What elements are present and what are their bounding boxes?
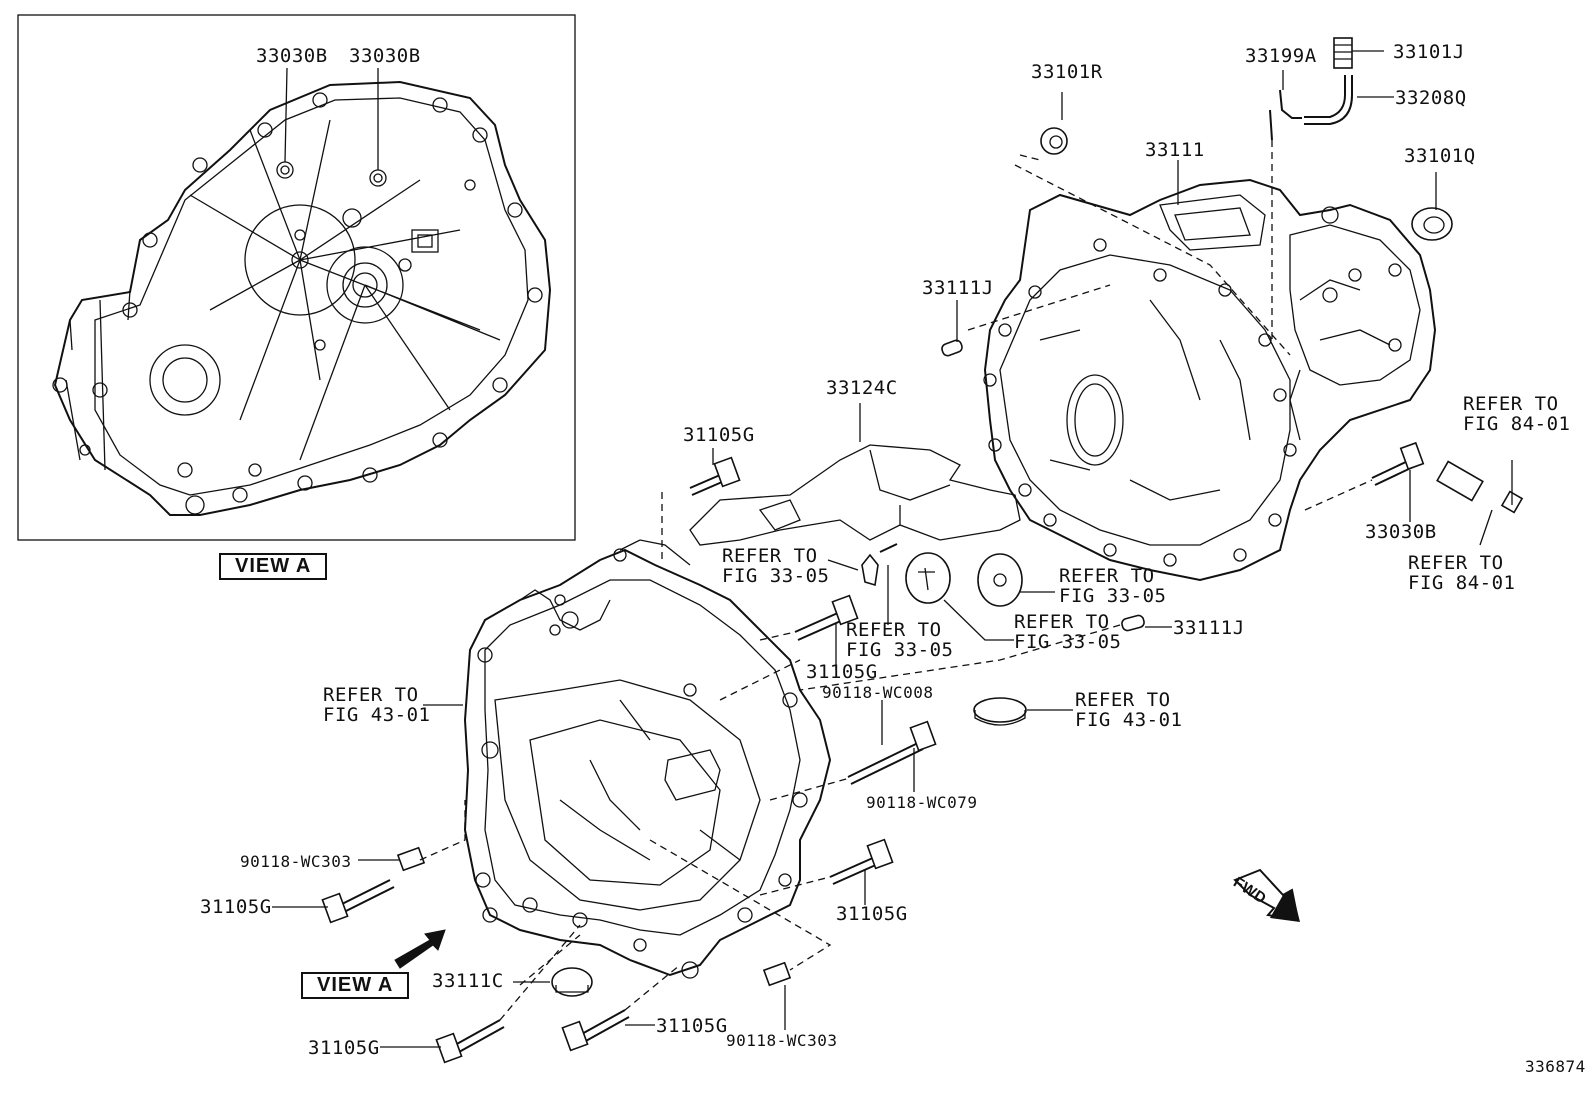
part-label-31105g-mid: 31105G bbox=[806, 661, 878, 683]
cap-33101j bbox=[1333, 37, 1353, 69]
bolt-31105g-mid bbox=[794, 594, 859, 641]
pin-33111j-a bbox=[941, 339, 963, 357]
seal-33101r bbox=[1040, 127, 1068, 155]
part-label-33111j-upper: 33111J bbox=[922, 277, 994, 299]
part-label-90118-wc303-bottom: 90118-WC303 bbox=[726, 1031, 838, 1050]
part-label-33101q: 33101Q bbox=[1404, 145, 1476, 167]
small-bolt-fig-33-05 bbox=[879, 543, 898, 553]
view-a-tag-top: VIEW A bbox=[219, 553, 328, 580]
plate-fig-33-05-b bbox=[977, 553, 1023, 607]
bracket-fig-33-05 bbox=[861, 553, 879, 587]
refer-fig-84-01-lower: REFER TO FIG 84-01 bbox=[1408, 552, 1516, 594]
leader-lines bbox=[272, 50, 1513, 1048]
fwd-arrow-icon bbox=[1233, 868, 1300, 922]
bolt-31105g-bottom-mid bbox=[561, 1009, 630, 1052]
bolt-90118-wc008 bbox=[847, 720, 937, 785]
part-label-90118-wc079: 90118-WC079 bbox=[866, 793, 978, 812]
part-label-33111c: 33111C bbox=[432, 970, 504, 992]
bolt-31105g-right bbox=[829, 838, 894, 885]
refer-fig-43-01-right: REFER TO FIG 43-01 bbox=[1075, 689, 1183, 731]
view-a-tag-bottom: VIEW A bbox=[301, 972, 410, 999]
part-label-90118-wc303-left: 90118-WC303 bbox=[240, 852, 352, 871]
part-label-31105g-top: 31105G bbox=[683, 424, 755, 446]
hose-33208q bbox=[1304, 75, 1346, 118]
oil-seal-33101q bbox=[1411, 207, 1453, 241]
part-label-90118-wc008: 90118-WC008 bbox=[822, 683, 934, 702]
pin-33111j-b bbox=[1121, 614, 1145, 632]
dowel-90118-wc303-a bbox=[396, 846, 426, 872]
part-label-31105g-bottom-mid: 31105G bbox=[656, 1015, 728, 1037]
view-a-arrow-icon bbox=[394, 929, 446, 969]
part-label-33030b-inset-left: 33030B bbox=[256, 45, 328, 67]
part-label-31105g-left: 31105G bbox=[200, 896, 272, 918]
assembly-dashed-lines bbox=[419, 140, 1373, 1021]
plate-fig-33-05-a bbox=[905, 552, 951, 604]
part-label-31105g-right: 31105G bbox=[836, 903, 908, 925]
refer-fig-33-05-center: REFER TO FIG 33-05 bbox=[846, 619, 954, 661]
bolt-31105g-bottom-left bbox=[435, 1019, 505, 1064]
transmission-case-drawing bbox=[983, 178, 1437, 582]
part-label-33111j-lower: 33111J bbox=[1173, 617, 1245, 639]
part-label-33111: 33111 bbox=[1145, 139, 1205, 161]
part-label-31105g-bottom-left: 31105G bbox=[308, 1037, 380, 1059]
part-label-33199a: 33199A bbox=[1245, 45, 1317, 67]
part-label-33208q: 33208Q bbox=[1395, 87, 1467, 109]
part-label-33030b-inset-right: 33030B bbox=[349, 45, 421, 67]
part-label-33124c: 33124C bbox=[826, 377, 898, 399]
leader-33030b-a bbox=[284, 67, 288, 163]
speed-sensor-fig-84-01 bbox=[1436, 460, 1524, 514]
ring-fig-43-01 bbox=[973, 697, 1027, 726]
refer-fig-33-05-left: REFER TO FIG 33-05 bbox=[722, 545, 830, 587]
part-label-33101j: 33101J bbox=[1393, 41, 1465, 63]
bolt-31105g-left bbox=[321, 879, 395, 924]
refer-fig-84-01-upper: REFER TO FIG 84-01 bbox=[1463, 393, 1571, 435]
part-label-33030b-right: 33030B bbox=[1365, 521, 1437, 543]
breather-33199a bbox=[1269, 89, 1302, 141]
view-a-inset-frame bbox=[17, 14, 576, 541]
bolt-31105g-top bbox=[689, 456, 741, 496]
bolt-33030b-right bbox=[1371, 441, 1425, 486]
refer-fig-43-01-left: REFER TO FIG 43-01 bbox=[323, 684, 431, 726]
part-label-33101r: 33101R bbox=[1031, 61, 1103, 83]
dowel-90118-wc303-b bbox=[762, 961, 792, 987]
plug-33111c bbox=[551, 967, 593, 997]
view-a-housing-drawing bbox=[52, 80, 552, 516]
front-housing-drawing bbox=[463, 539, 832, 979]
refer-fig-33-05-lower: REFER TO FIG 33-05 bbox=[1014, 611, 1122, 653]
refer-fig-33-05-right: REFER TO FIG 33-05 bbox=[1059, 565, 1167, 607]
separator-plate-drawing bbox=[689, 444, 1021, 546]
figure-number: 336874 bbox=[1525, 1057, 1586, 1076]
